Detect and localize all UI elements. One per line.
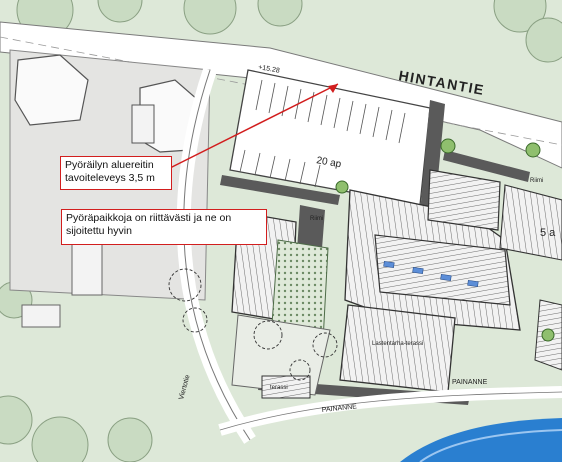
bike-stall-label-2: Riimi xyxy=(530,178,543,184)
callout-bike-parking: Pyöräpaikkoja on riittävästi ja ne on si… xyxy=(61,209,267,245)
parking-count-label: 20 ap xyxy=(315,155,342,170)
elevation-label: +15.28 xyxy=(258,64,281,75)
tree-canopies xyxy=(168,268,338,381)
water-highlight xyxy=(419,429,562,462)
neighbour-house-1 xyxy=(14,54,89,126)
main-building-north-wing xyxy=(427,169,501,231)
building-right-edge xyxy=(499,184,562,261)
bottom-path-edge xyxy=(219,391,562,431)
footpath-curve-edge xyxy=(183,69,251,441)
south-yard xyxy=(231,314,331,396)
bike-stall-label-1: Riimi xyxy=(310,216,323,222)
partial-label: 5 a xyxy=(540,227,556,239)
main-building-roof xyxy=(374,234,511,306)
terrace-structure xyxy=(261,375,311,399)
parking-stalls xyxy=(239,79,406,188)
childcare-terrace-label: Lastentarha-terassi xyxy=(372,341,423,347)
depression-label-2: PAINANNE xyxy=(452,379,488,386)
callout-pointer-arrow xyxy=(328,84,338,93)
neighbour-small-building xyxy=(21,304,61,328)
terrace-building xyxy=(339,304,456,393)
roof-windows xyxy=(383,260,479,288)
depression-label-1: PAINANNE xyxy=(321,403,357,414)
neighbour-shed xyxy=(131,104,155,144)
terrace-label: terassi xyxy=(270,385,288,391)
callout-pointer-line xyxy=(161,83,339,173)
green-trees xyxy=(335,138,555,342)
callout-bike-route-width: Pyöräilyn aluereitin tavoiteleveys 3,5 m xyxy=(60,156,172,190)
